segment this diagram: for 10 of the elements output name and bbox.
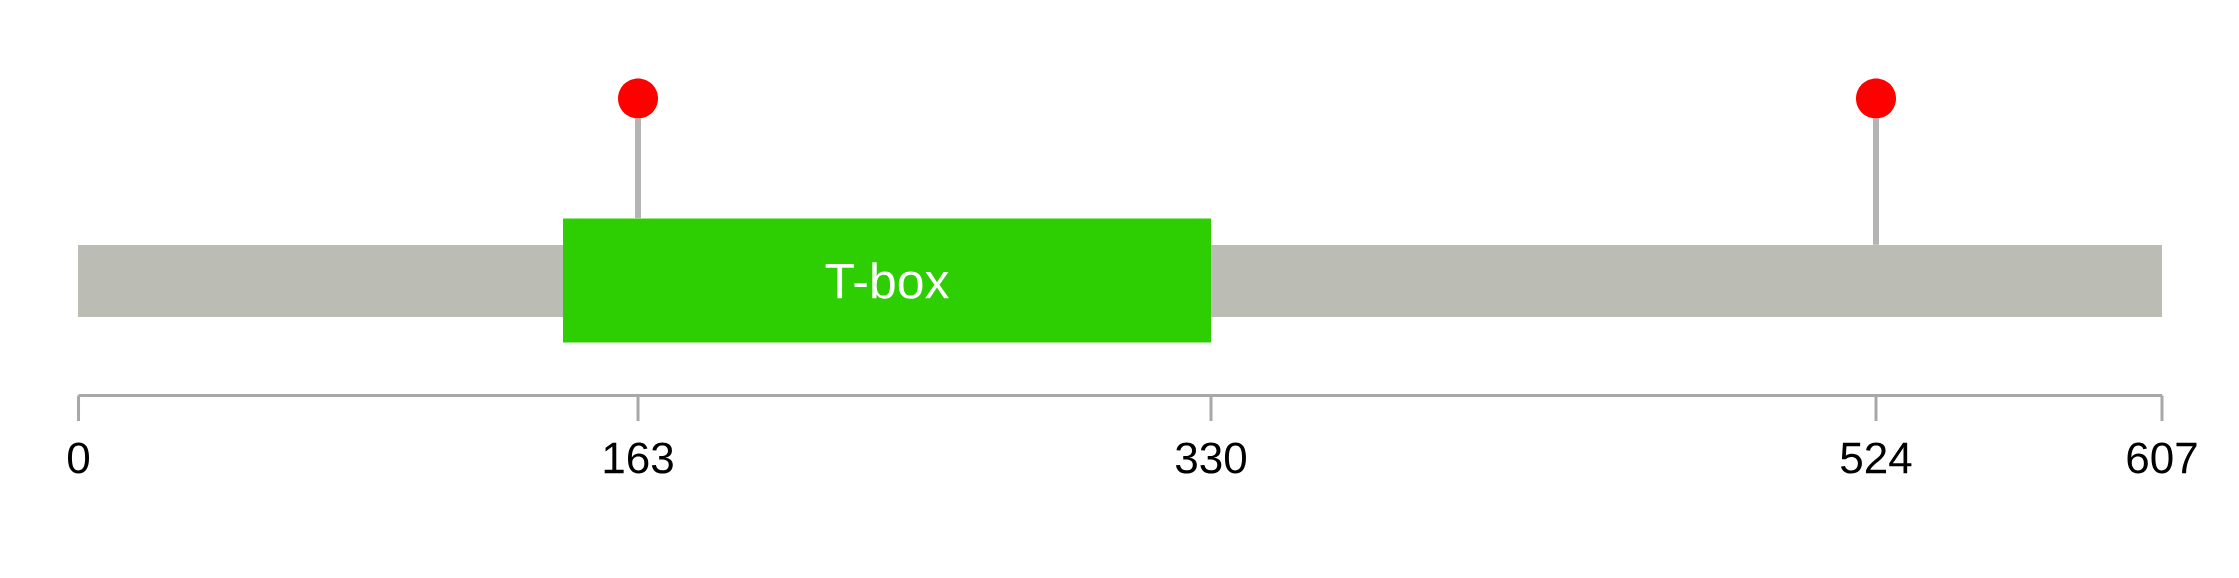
stem-line [635,118,641,219]
tick-label: 607 [2127,442,2197,474]
pin-head [1856,78,1896,119]
pin-head [618,78,658,119]
tick-label: 524 [1841,442,1912,474]
domain-box: T-box [563,218,1211,343]
tick-label: 0 [68,442,90,474]
stem-line [1873,118,1879,245]
tick-label: 330 [1176,442,1246,474]
tick-label: 163 [604,442,673,474]
